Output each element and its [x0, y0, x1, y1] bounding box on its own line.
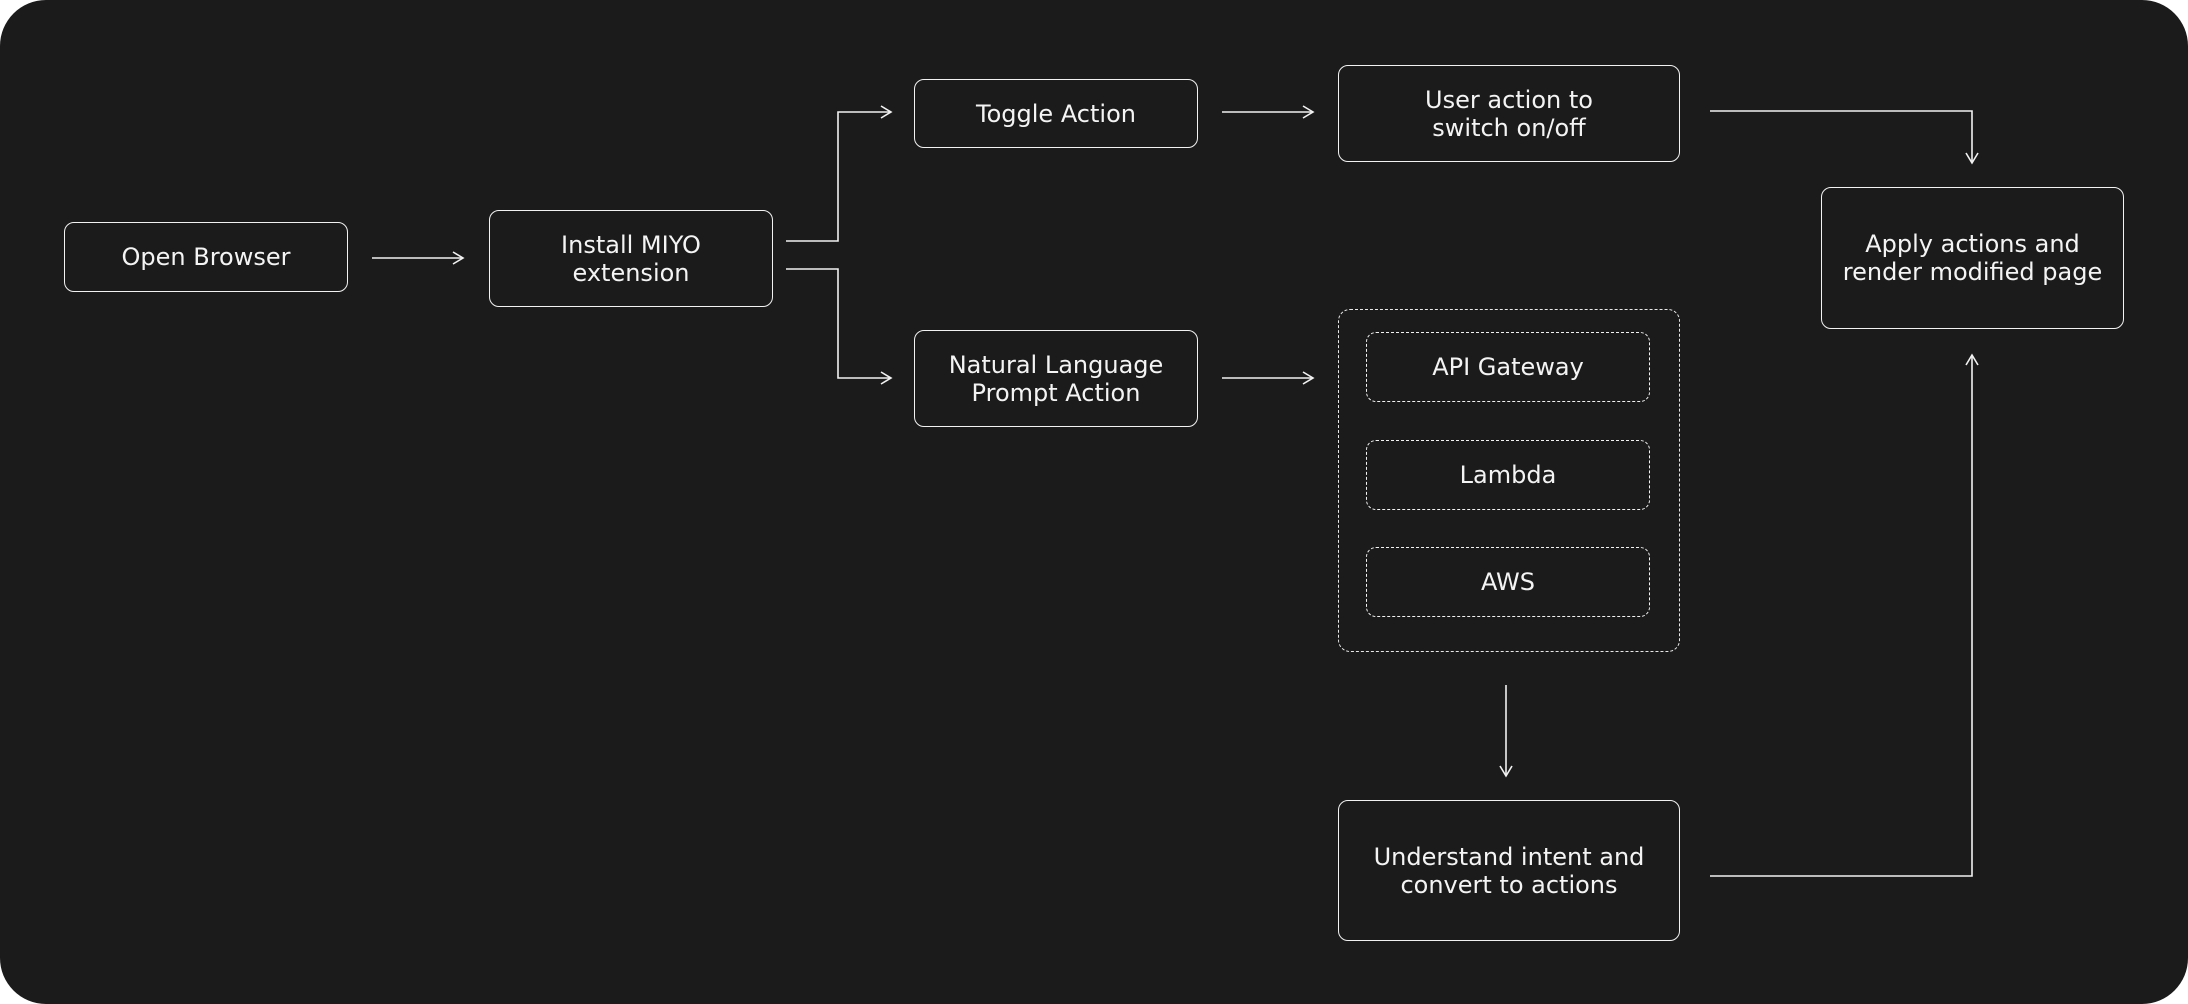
edge-understand-intent-to-apply — [1710, 353, 1979, 877]
node-toggle-action: Toggle Action — [914, 79, 1198, 148]
edge-install-to-nl-prompt — [786, 268, 893, 385]
node-user-action: User action to switch on/off — [1338, 65, 1680, 162]
node-install-extension: Install MIYO extension — [489, 210, 773, 307]
node-apply-actions: Apply actions and render modified page — [1821, 187, 2124, 329]
node-open-browser: Open Browser — [64, 222, 348, 292]
node-lambda: Lambda — [1366, 440, 1650, 510]
edge-install-to-toggle-action — [786, 105, 893, 242]
edge-user-action-to-apply — [1710, 110, 1979, 165]
backend-group — [1338, 309, 1680, 652]
node-aws: AWS — [1366, 547, 1650, 617]
node-nl-prompt-action: Natural Language Prompt Action — [914, 330, 1198, 427]
node-understand-intent: Understand intent and convert to actions — [1338, 800, 1680, 941]
node-api-gateway: API Gateway — [1366, 332, 1650, 402]
